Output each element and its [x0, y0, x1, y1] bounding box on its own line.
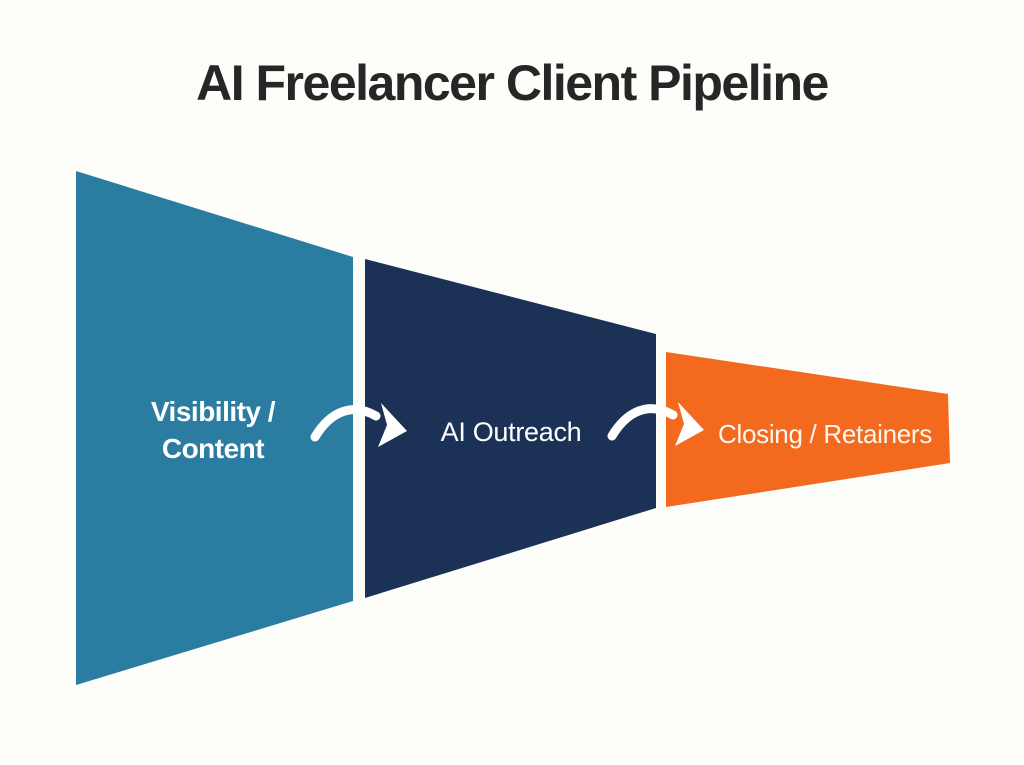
- flow-arrow-2-swoosh: [607, 404, 678, 441]
- stage-label-line: Visibility /: [150, 396, 276, 427]
- funnel-stage-closing-retainers: [666, 352, 950, 507]
- stage-label-visibility-content: Visibility / Content: [73, 393, 353, 467]
- stage-label-line: AI Outreach: [440, 417, 582, 447]
- flow-arrow-2-head: [675, 402, 704, 446]
- stage-label-line: Closing / Retainers: [718, 419, 932, 449]
- stage-label-closing-retainers: Closing / Retainers: [685, 416, 965, 453]
- funnel-stage-visibility-content: [76, 171, 353, 685]
- flow-arrow-icon-1: [310, 403, 407, 447]
- flow-arrow-icon-2: [607, 402, 704, 446]
- funnel-stage-ai-outreach: [365, 259, 656, 598]
- diagram-title: AI Freelancer Client Pipeline: [196, 55, 829, 111]
- flow-arrow-1-swoosh: [310, 405, 381, 442]
- stage-label-ai-outreach: AI Outreach: [371, 414, 651, 451]
- stage-label-line: Content: [161, 433, 265, 464]
- flow-arrow-1-head: [378, 403, 407, 447]
